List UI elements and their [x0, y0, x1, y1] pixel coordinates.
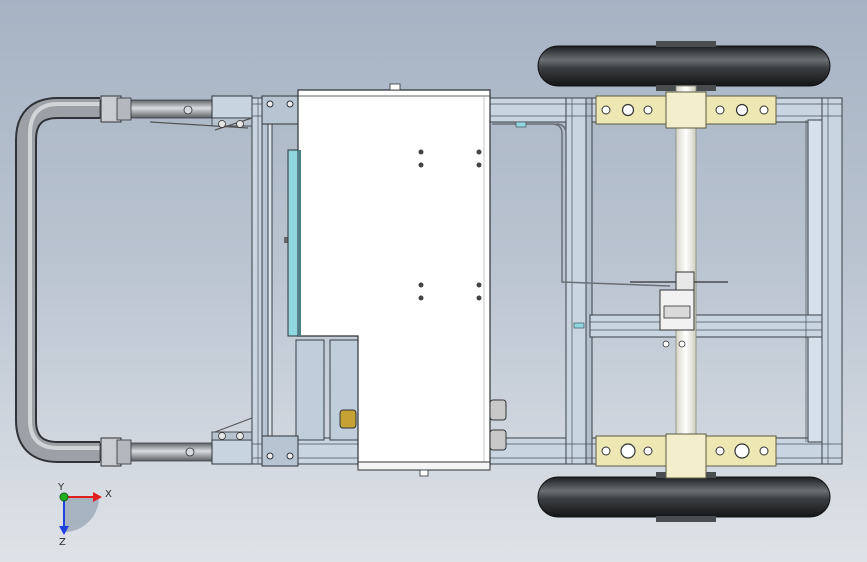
main-housing	[284, 83, 491, 477]
lower-hinge-bracket	[211, 417, 253, 465]
pump-assembly	[515, 121, 728, 348]
z-axis-label: Z	[59, 537, 66, 548]
upper-hinge-bracket	[149, 95, 253, 131]
hose-fittings	[339, 399, 507, 451]
top-axle-bracket	[595, 91, 777, 129]
bottom-axle-bracket	[595, 433, 777, 479]
handle-tube	[15, 95, 216, 467]
side-window	[287, 149, 301, 337]
y-axis-label: Y	[57, 482, 65, 493]
corner-blocks	[261, 95, 299, 467]
bottom-wheel	[537, 472, 831, 522]
axis-triad-icon: X Y Z	[57, 482, 112, 548]
top-wheel	[537, 41, 831, 91]
cable-routing	[492, 123, 671, 287]
x-axis-label: X	[105, 489, 112, 500]
